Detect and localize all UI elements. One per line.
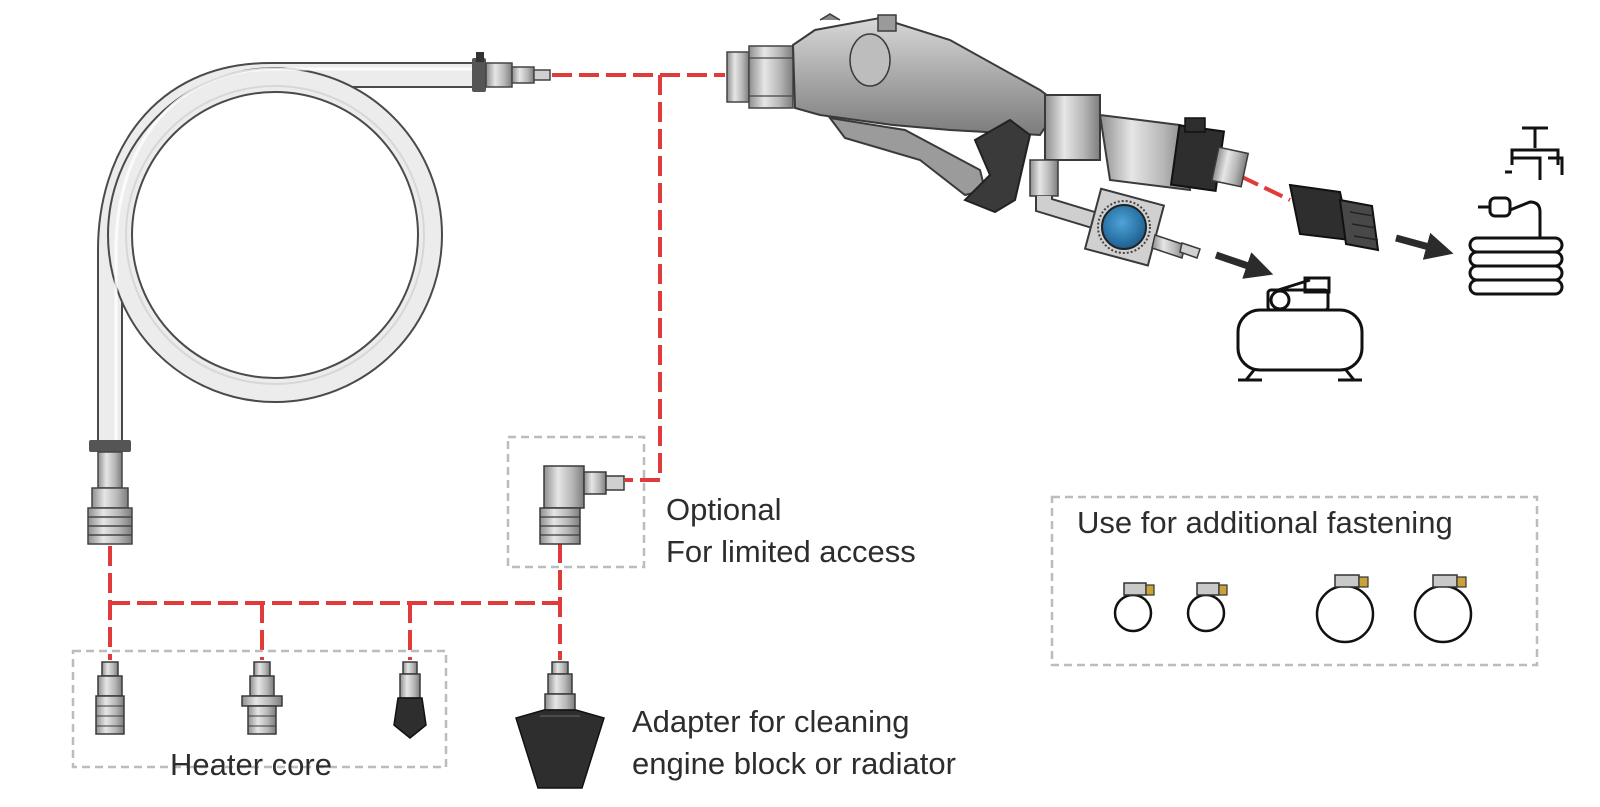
adapter-label: Adapter for cleaning engine block or rad…	[632, 701, 956, 785]
water-tap-icon	[1505, 126, 1564, 180]
adapter-label-line-1: Adapter for cleaning	[632, 704, 910, 739]
optional-label-line-2: For limited access	[666, 533, 916, 569]
heater-core-adapter-2	[241, 661, 283, 735]
flow-arrows	[1214, 232, 1454, 279]
heater-core-adapter-3	[393, 661, 427, 739]
spray-gun	[726, 13, 1250, 267]
fastening-label: Use for additional fastening	[1077, 502, 1453, 544]
right-angle-coupler	[539, 465, 625, 545]
coiled-hose	[97, 62, 480, 440]
cone-adapter	[515, 661, 605, 789]
optional-dashed-box	[506, 435, 646, 569]
air-compressor-icon	[1236, 276, 1364, 382]
optional-label: Optional For limited access	[666, 489, 916, 573]
heater-core-label: Heater core	[170, 744, 332, 786]
fastening-label-text: Use for additional fastening	[1077, 505, 1453, 540]
hose-clamps	[1113, 574, 1473, 644]
hose-top-plug	[472, 52, 551, 92]
heater-core-dashed-box	[71, 649, 448, 769]
hose-connector	[1288, 183, 1380, 252]
adapter-label-line-2: engine block or radiator	[632, 745, 956, 781]
garden-hose-icon	[1468, 196, 1564, 296]
heater-core-label-text: Heater core	[170, 747, 332, 782]
connection-lines	[108, 73, 1291, 660]
hose-bottom-coupler	[87, 440, 133, 545]
heater-core-adapter-1	[95, 661, 125, 735]
fastening-dashed-box	[1050, 495, 1539, 667]
optional-label-line-1: Optional	[666, 492, 782, 527]
